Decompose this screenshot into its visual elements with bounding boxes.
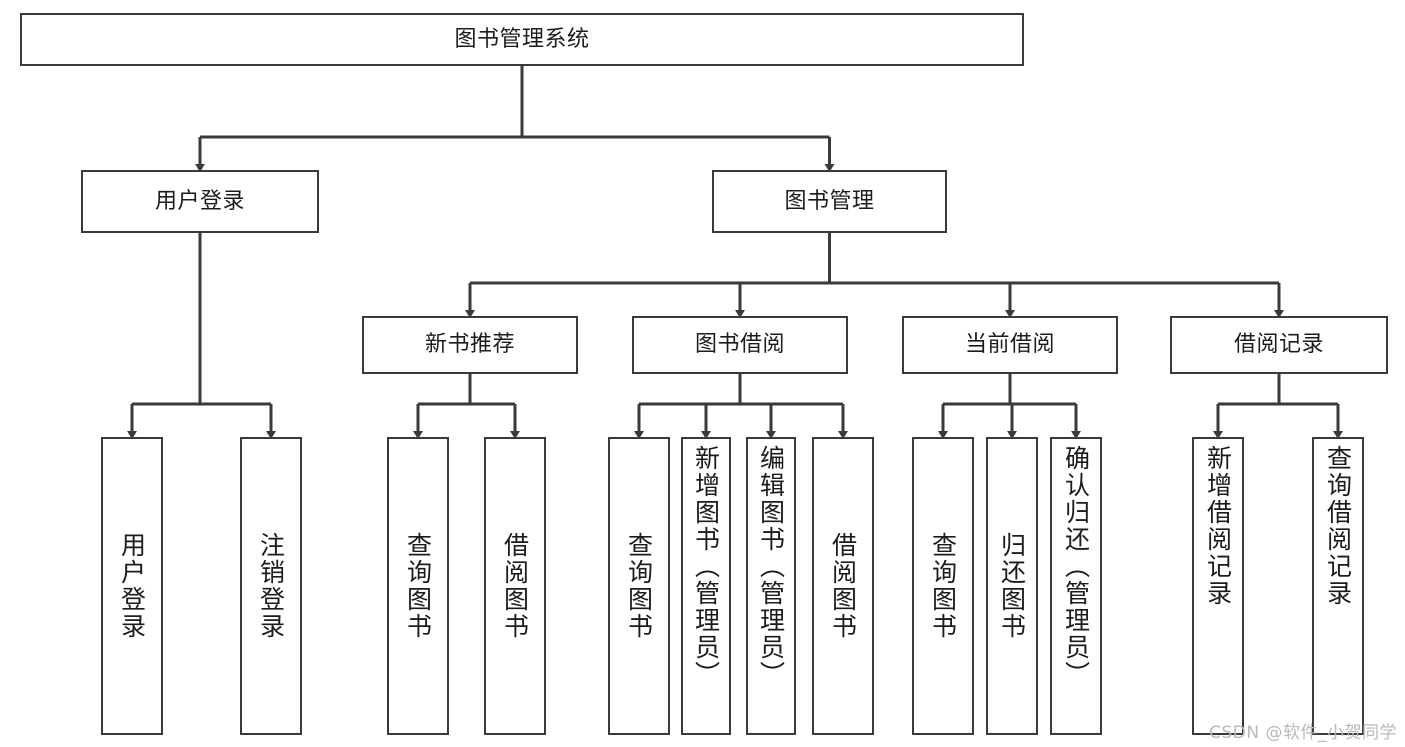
node-leaf-query-record[interactable]: 查询借阅记录 xyxy=(1312,437,1364,735)
node-records[interactable]: 借阅记录 xyxy=(1170,316,1388,374)
node-label: 借阅记录 xyxy=(1233,332,1324,358)
node-leaf-query-book-2[interactable]: 查询图书 xyxy=(608,437,670,735)
node-label: 用户登录 xyxy=(117,532,147,640)
node-leaf-confirm-return[interactable]: 确认归还（管理员） xyxy=(1050,437,1102,735)
node-label: 新增借阅记录 xyxy=(1203,445,1233,607)
node-borrow[interactable]: 图书借阅 xyxy=(632,316,848,374)
node-label: 用户登录 xyxy=(154,188,245,214)
node-label: 当前借阅 xyxy=(964,332,1055,358)
node-leaf-logout[interactable]: 注销登录 xyxy=(240,437,302,735)
node-label: 图书借阅 xyxy=(694,332,785,358)
node-label: 归还图书 xyxy=(997,532,1027,640)
node-label: 新书推荐 xyxy=(424,332,515,358)
node-label: 借阅图书 xyxy=(500,532,530,640)
node-leaf-edit-book[interactable]: 编辑图书（管理员） xyxy=(746,437,796,735)
node-label: 查询图书 xyxy=(624,532,654,640)
node-current[interactable]: 当前借阅 xyxy=(902,316,1118,374)
node-label: 查询图书 xyxy=(403,532,433,640)
node-leaf-query-book-3[interactable]: 查询图书 xyxy=(912,437,974,735)
node-label: 图书管理 xyxy=(784,188,875,214)
node-login[interactable]: 用户登录 xyxy=(81,170,319,233)
node-leaf-borrow-book-1[interactable]: 借阅图书 xyxy=(484,437,546,735)
node-leaf-borrow-book-2[interactable]: 借阅图书 xyxy=(812,437,874,735)
node-leaf-user-login[interactable]: 用户登录 xyxy=(101,437,163,735)
node-label: 查询图书 xyxy=(928,532,958,640)
node-leaf-query-book-1[interactable]: 查询图书 xyxy=(387,437,449,735)
node-label: 新增图书（管理员） xyxy=(691,445,721,688)
node-leaf-add-record[interactable]: 新增借阅记录 xyxy=(1192,437,1244,735)
node-leaf-add-book[interactable]: 新增图书（管理员） xyxy=(681,437,731,735)
watermark-text: CSDN @软件_小贺同学 xyxy=(1209,723,1397,743)
node-label: 图书管理系统 xyxy=(454,26,590,52)
node-label: 注销登录 xyxy=(256,532,286,640)
node-label: 编辑图书（管理员） xyxy=(756,445,786,688)
node-leaf-return-book[interactable]: 归还图书 xyxy=(986,437,1038,735)
node-label: 查询借阅记录 xyxy=(1323,445,1353,607)
node-bookmgmt[interactable]: 图书管理 xyxy=(712,170,947,233)
node-label: 借阅图书 xyxy=(828,532,858,640)
node-root[interactable]: 图书管理系统 xyxy=(20,13,1024,66)
node-newbook[interactable]: 新书推荐 xyxy=(362,316,578,374)
node-label: 确认归还（管理员） xyxy=(1061,445,1091,688)
